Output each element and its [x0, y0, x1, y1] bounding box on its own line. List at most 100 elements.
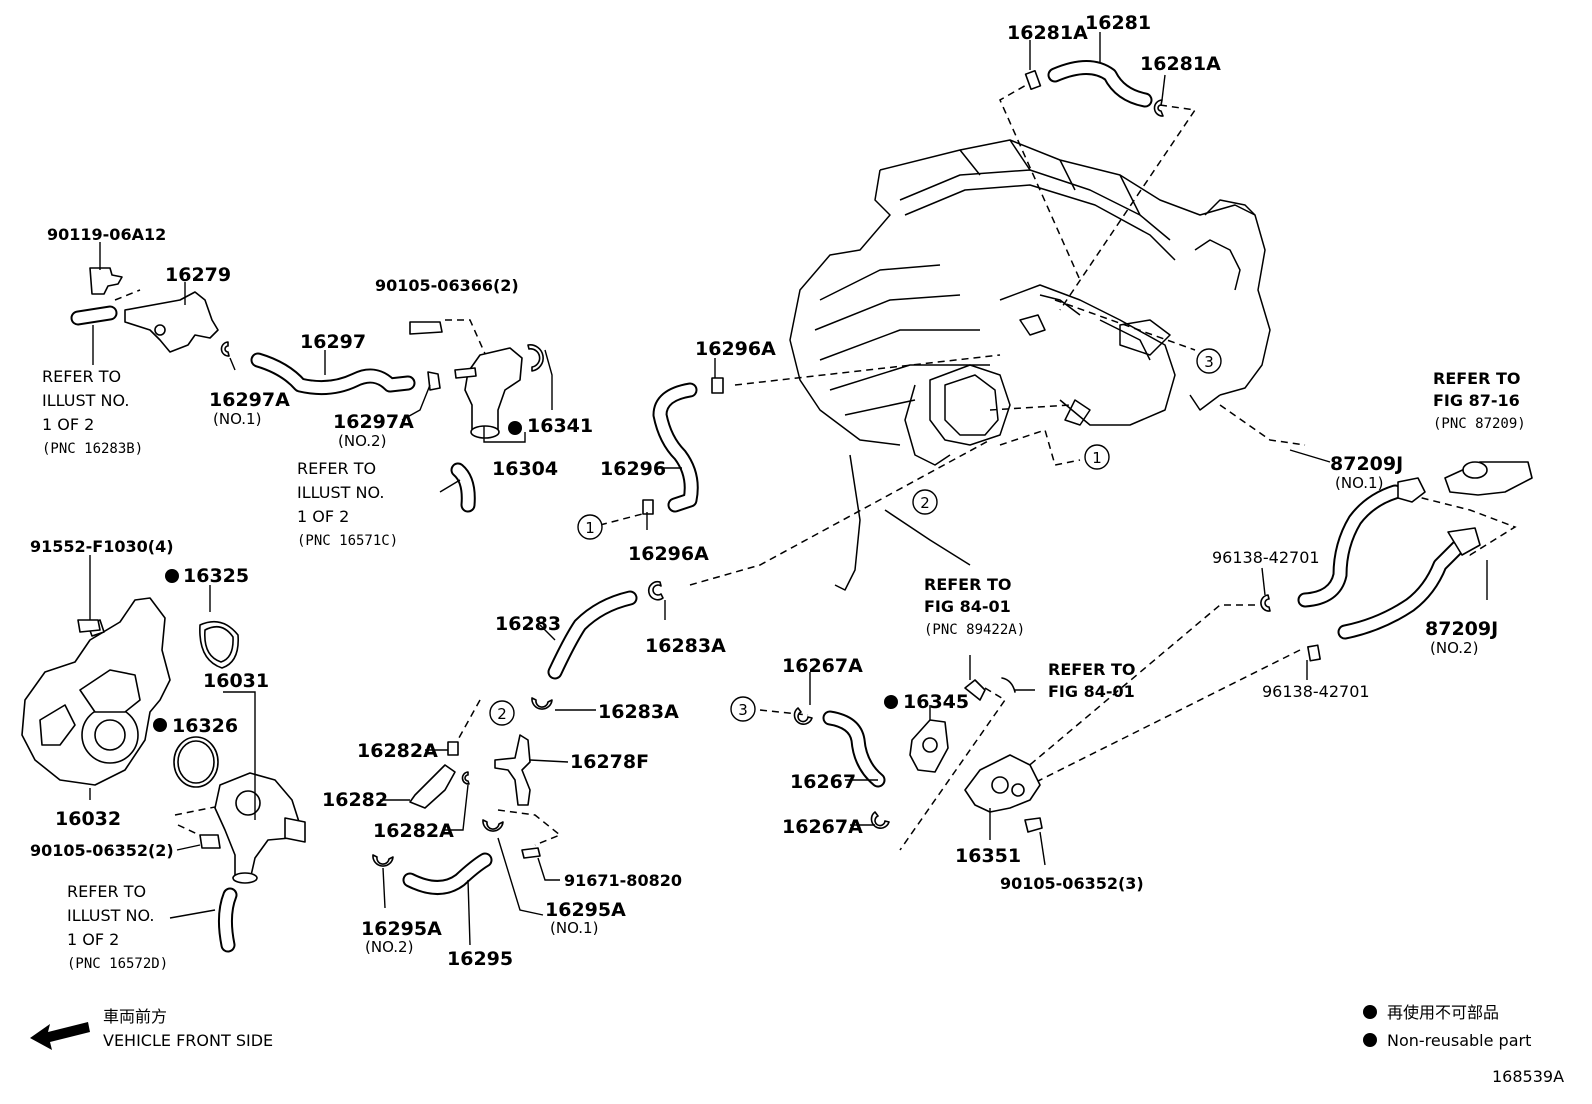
- callout-circle-3: [730, 696, 756, 722]
- label-16032: 16032: [55, 808, 121, 830]
- label-87209j-no2: 87209J: [1425, 618, 1498, 640]
- label-90119-06a12: 90119-06A12: [47, 225, 166, 244]
- svg-text:3: 3: [738, 701, 748, 719]
- label-16281: 16281: [1085, 12, 1151, 34]
- gasket-16345: [909, 719, 949, 773]
- svg-text:2: 2: [497, 705, 507, 723]
- svg-text:REFER TO: REFER TO: [1433, 369, 1521, 388]
- callout-circle-1: [577, 514, 603, 540]
- bolts-left: [77, 619, 221, 849]
- label-16031: 16031: [203, 670, 269, 692]
- hose-ref-16571c: [450, 462, 476, 513]
- hose-87209j-no1: [1297, 477, 1426, 608]
- label-87209j-no1-sub: (NO.1): [1335, 474, 1383, 492]
- ref-fig-84-01-a: REFER TO FIG 84-01 (PNC 89422A): [924, 575, 1025, 638]
- callout-circle-1: [1084, 444, 1110, 470]
- svg-text:1 OF 2: 1 OF 2: [42, 415, 94, 434]
- non-reusable-dot: [153, 718, 167, 732]
- hose-16295: [372, 819, 541, 895]
- ring-16326: [173, 736, 219, 788]
- hose-ref-16572d: [217, 887, 238, 953]
- svg-text:ILLUST NO.: ILLUST NO.: [42, 391, 129, 410]
- label-16325: 16325: [183, 565, 249, 587]
- svg-text:REFER TO: REFER TO: [1048, 660, 1136, 679]
- hose-87209j-no2: [1337, 527, 1481, 640]
- svg-text:1: 1: [1092, 449, 1102, 467]
- ref-fig-87-16: REFER TO FIG 87-16 (PNC 87209): [1433, 369, 1526, 432]
- label-16278f: 16278F: [570, 751, 649, 773]
- svg-text:REFER TO: REFER TO: [42, 367, 121, 386]
- svg-text:ILLUST NO.: ILLUST NO.: [297, 483, 384, 502]
- svg-text:REFER TO: REFER TO: [67, 882, 146, 901]
- front-label-en: VEHICLE FRONT SIDE: [103, 1031, 273, 1050]
- label-16295a-no1: 16295A: [545, 899, 626, 921]
- label-87209j-no2-sub: (NO.2): [1430, 639, 1478, 657]
- svg-text:(PNC 87209): (PNC 87209): [1433, 416, 1526, 432]
- label-16295a-no2: 16295A: [361, 918, 442, 940]
- front-arrow-icon: [30, 1022, 90, 1050]
- label-16297a-no1: 16297A: [209, 389, 290, 411]
- svg-text:ILLUST NO.: ILLUST NO.: [67, 906, 154, 925]
- legend-label-jp: 再使用不可部品: [1387, 1003, 1499, 1022]
- figure-id: 168539A: [1492, 1067, 1564, 1086]
- label-16304: 16304: [492, 458, 558, 480]
- non-reusable-dot: [508, 421, 522, 435]
- thermostat-16031: [214, 772, 306, 884]
- hose-16281: [1024, 60, 1164, 117]
- label-16279: 16279: [165, 264, 231, 286]
- front-label-jp: 車両前方: [103, 1007, 167, 1026]
- label-16295a-no1-sub: (NO.1): [550, 919, 598, 937]
- label-96138-42701-top: 96138-42701: [1212, 548, 1320, 567]
- label-87209j-no1: 87209J: [1330, 453, 1403, 475]
- svg-text:FIG 84-01: FIG 84-01: [924, 597, 1011, 616]
- svg-text:3: 3: [1204, 353, 1214, 371]
- label-16296a-top: 16296A: [695, 338, 776, 360]
- label-16341: 16341: [527, 415, 593, 437]
- label-16283a-bottom: 16283A: [598, 701, 679, 723]
- callout-circles: 3 1 2 1 2 3: [489, 348, 1222, 726]
- legend: 再使用不可部品 Non-reusable part: [1387, 1003, 1531, 1050]
- svg-text:REFER TO: REFER TO: [924, 575, 1012, 594]
- ref-pnc-16572d: REFER TO ILLUST NO. 1 OF 2 (PNC 16572D): [67, 882, 168, 972]
- non-reusable-dot: [884, 695, 898, 709]
- svg-text:REFER TO: REFER TO: [297, 459, 376, 478]
- label-16267a-top: 16267A: [782, 655, 863, 677]
- label-90105-06366: 90105-06366(2): [375, 276, 519, 295]
- svg-text:1 OF 2: 1 OF 2: [67, 930, 119, 949]
- label-16282: 16282: [322, 789, 388, 811]
- svg-text:1: 1: [585, 519, 595, 537]
- svg-text:(PNC 16571C): (PNC 16571C): [297, 533, 398, 549]
- label-16297: 16297: [300, 331, 366, 353]
- label-16267a-bottom: 16267A: [782, 816, 863, 838]
- gasket-16325: [199, 620, 239, 669]
- hose-16283: [531, 580, 664, 710]
- svg-text:1 OF 2: 1 OF 2: [297, 507, 349, 526]
- svg-text:FIG 84-01: FIG 84-01: [1048, 682, 1135, 701]
- label-16283a-top: 16283A: [645, 635, 726, 657]
- legend-label-en: Non-reusable part: [1387, 1031, 1531, 1050]
- non-reusable-markers: [153, 421, 1377, 1047]
- label-91552-f1030: 91552-F1030(4): [30, 537, 174, 556]
- clamps-96138: [1260, 594, 1321, 662]
- engine-outline: [789, 139, 1271, 591]
- label-91671-80820: 91671-80820: [564, 871, 682, 890]
- label-90105-06352-3: 90105-06352(3): [1000, 874, 1144, 893]
- label-16345: 16345: [903, 691, 969, 713]
- label-16281a-right: 16281A: [1140, 53, 1221, 75]
- callout-circle-2: [489, 700, 515, 726]
- hose-16296: [642, 377, 724, 515]
- label-16295: 16295: [447, 948, 513, 970]
- bracket-16278f: [494, 734, 531, 806]
- ref-pnc-16283b: REFER TO ILLUST NO. 1 OF 2 (PNC 16283B): [42, 367, 143, 457]
- label-16296a-bottom: 16296A: [628, 543, 709, 565]
- non-reusable-dot: [1363, 1033, 1377, 1047]
- ref-fig-84-01-b: REFER TO FIG 84-01: [1048, 660, 1136, 701]
- label-16297a-no2-sub: (NO.2): [338, 432, 386, 450]
- leader-lines: [89, 32, 1488, 946]
- svg-text:2: 2: [920, 494, 930, 512]
- non-reusable-dot: [1363, 1005, 1377, 1019]
- label-16295a-no2-sub: (NO.2): [365, 938, 413, 956]
- pipe-16282: [409, 741, 470, 809]
- front-direction-indicator: 車両前方 VEHICLE FRONT SIDE: [30, 1007, 273, 1050]
